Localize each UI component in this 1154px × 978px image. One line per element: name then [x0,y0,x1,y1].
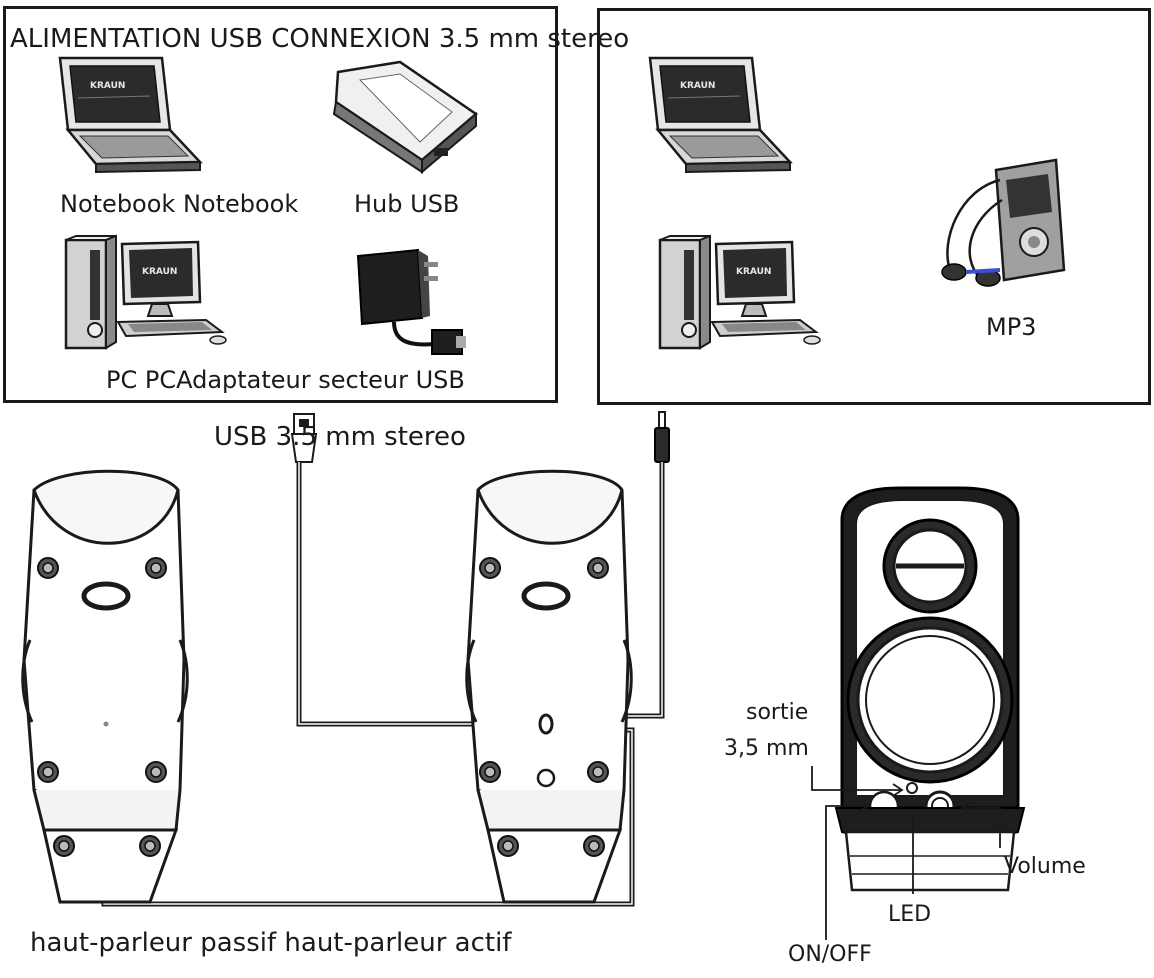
speaker-front-icon [834,486,1026,892]
speaker-back-icon [21,469,189,904]
notebook-label: Notebook Notebook [60,190,299,218]
usb-hub-icon [332,60,479,175]
callout-lines [811,766,1001,940]
audio-jack-icon [654,411,670,463]
mp3-player-icon [941,158,1066,287]
cable-label: USB 3.5 mm stereo [214,422,466,452]
audio-source-panel [597,8,1151,405]
hub-label: Hub USB [354,190,460,218]
power-adapter-icon [356,248,466,355]
laptop-icon [58,56,202,174]
output-label: sortie [746,700,809,725]
speakers-caption: haut-parleur passif haut-parleur actif [30,928,512,958]
usb-plug-icon [290,413,318,463]
led-label: LED [888,902,932,927]
laptop-icon [648,56,792,174]
mp3-label: MP3 [986,313,1037,341]
speaker-back-icon [465,469,633,904]
volume-label: Volume [1004,854,1086,879]
desktop-pc-icon [658,234,822,350]
output-label-size: 3,5 mm [724,736,809,761]
power-panel [3,6,558,403]
desktop-pc-icon [64,234,228,350]
panel-title: ALIMENTATION USB CONNEXION 3.5 mm stereo [10,24,630,54]
power-switch-label: ON/OFF [788,942,872,967]
pc-adapter-label: PC PCAdaptateur secteur USB [106,366,465,394]
